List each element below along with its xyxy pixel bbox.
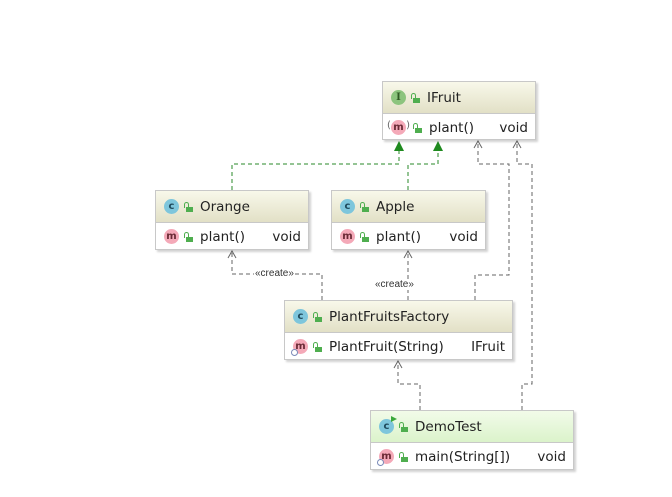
public-visibility-icon — [184, 231, 193, 242]
method-icon: m — [340, 229, 355, 244]
member-name: PlantFruit(String) — [329, 338, 444, 355]
abstract-method-icon: m — [387, 120, 410, 135]
edge-demotest-ifruit — [512, 139, 533, 410]
node-demotest[interactable]: c DemoTest m main(String[]) void — [370, 410, 574, 470]
static-method-icon: m — [291, 339, 308, 356]
node-ifruit[interactable]: I IFruit m plant() void — [382, 81, 536, 140]
public-visibility-icon — [413, 122, 422, 133]
member-type: void — [272, 228, 301, 245]
node-title: Apple — [376, 198, 415, 215]
member-row[interactable]: m plant() void — [156, 223, 308, 250]
runnable-class-icon: c — [379, 416, 397, 434]
class-icon: c — [164, 199, 179, 214]
public-visibility-icon — [360, 201, 369, 212]
node-header: c Orange — [156, 191, 308, 223]
node-plantfruitsfactory[interactable]: c PlantFruitsFactory m PlantFruit(String… — [284, 300, 513, 360]
node-header: c DemoTest — [371, 411, 573, 443]
public-visibility-icon — [360, 231, 369, 242]
member-row[interactable]: m plant() void — [332, 223, 485, 250]
member-row[interactable]: m main(String[]) void — [371, 443, 573, 470]
interface-icon: I — [391, 90, 406, 105]
node-title: DemoTest — [415, 418, 482, 435]
create-label-apple: «create» — [374, 279, 415, 290]
public-visibility-icon — [399, 421, 408, 432]
public-visibility-icon — [411, 92, 420, 103]
create-label-orange: «create» — [254, 268, 295, 279]
static-marker-icon — [377, 459, 384, 466]
member-type: IFruit — [471, 338, 505, 355]
node-header: I IFruit — [383, 82, 535, 114]
edge-demotest-factory — [393, 359, 421, 410]
member-type: void — [449, 228, 478, 245]
node-title: IFruit — [427, 89, 461, 106]
member-name: plant() — [376, 228, 421, 245]
member-row[interactable]: m PlantFruit(String) IFruit — [285, 333, 512, 360]
edge-factory-apple — [403, 249, 413, 300]
realization-arrowhead — [394, 141, 404, 151]
node-header: c Apple — [332, 191, 485, 223]
public-visibility-icon — [313, 341, 322, 352]
node-title: PlantFruitsFactory — [329, 308, 450, 325]
edge-orange-ifruit — [231, 141, 404, 190]
member-name: plant() — [200, 228, 245, 245]
member-name: main(String[]) — [415, 448, 511, 465]
public-visibility-icon — [184, 201, 193, 212]
method-icon: m — [164, 229, 179, 244]
member-name: plant() — [429, 119, 474, 136]
node-header: c PlantFruitsFactory — [285, 301, 512, 333]
node-orange[interactable]: c Orange m plant() void — [155, 190, 309, 250]
class-icon: c — [293, 309, 308, 324]
public-visibility-icon — [313, 311, 322, 322]
edge-apple-ifruit — [407, 141, 443, 190]
run-marker-icon — [391, 416, 397, 422]
static-marker-icon — [291, 349, 298, 356]
static-method-icon: m — [377, 449, 394, 466]
node-title: Orange — [200, 198, 250, 215]
edge-factory-ifruit — [473, 139, 510, 300]
member-type: void — [499, 119, 528, 136]
public-visibility-icon — [399, 451, 408, 462]
class-icon: c — [340, 199, 355, 214]
realization-arrowhead — [433, 141, 443, 151]
member-row[interactable]: m plant() void — [383, 114, 535, 141]
member-type: void — [537, 448, 566, 465]
node-apple[interactable]: c Apple m plant() void — [331, 190, 486, 250]
